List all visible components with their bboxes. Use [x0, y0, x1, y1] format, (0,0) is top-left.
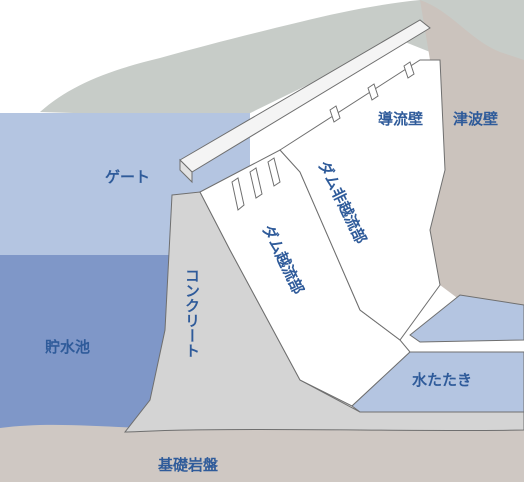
label-reservoir: 貯水池 [45, 338, 90, 356]
label-guide-wall: 導流壁 [378, 110, 423, 128]
dam-crest-front [179, 158, 193, 184]
label-concrete: コンクリート [183, 268, 201, 358]
bedrock [0, 424, 524, 482]
non-overflow-face [279, 59, 446, 341]
label-bedrock: 基礎岩盤 [157, 456, 219, 474]
right-rock [420, 0, 524, 310]
label-tsunami-wall: 津波壁 [453, 110, 498, 128]
downstream-water-upper [409, 294, 524, 343]
stilling-basin-water [351, 351, 524, 413]
label-stilling-basin: 水たたき [412, 371, 472, 389]
gate-piers [231, 61, 415, 211]
reservoir-lower [0, 255, 175, 430]
label-gate: ゲート [105, 168, 150, 186]
